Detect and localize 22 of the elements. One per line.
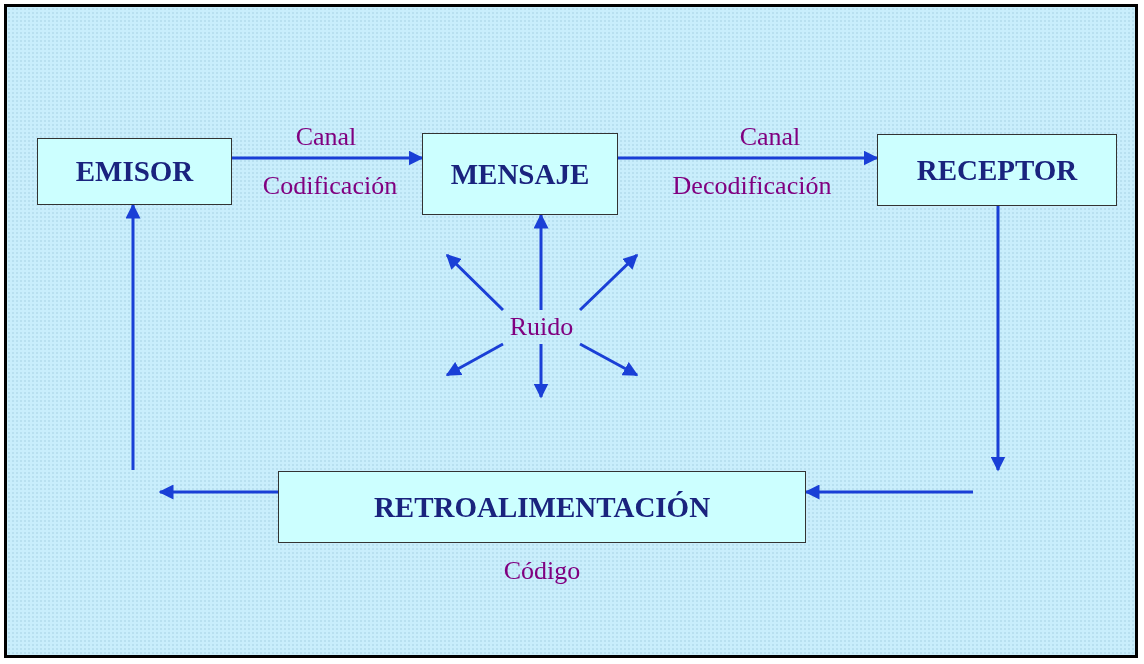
- arrow: [804, 484, 973, 500]
- text-label: Codificación: [262, 171, 398, 201]
- arrow: [579, 342, 639, 377]
- noise-label: Ruido: [503, 310, 580, 344]
- text-label: Código: [503, 556, 581, 586]
- edge-label: Canal: [295, 122, 357, 152]
- arrow: [232, 150, 424, 166]
- arrow: [445, 342, 504, 377]
- text-label: Decodificación: [672, 171, 832, 201]
- process-box: EMISOR: [37, 138, 232, 205]
- arrow: [990, 206, 1006, 472]
- process-box: RETROALIMENTACIÓN: [278, 471, 806, 543]
- process-box: RECEPTOR: [877, 134, 1117, 206]
- arrow: [533, 213, 549, 310]
- arrow: [533, 344, 549, 399]
- edge-label: Canal: [739, 122, 801, 152]
- arrow: [578, 253, 639, 312]
- arrow: [158, 484, 278, 500]
- arrow: [445, 253, 505, 312]
- arrow: [618, 150, 879, 166]
- arrow: [125, 203, 141, 470]
- process-box: MENSAJE: [422, 133, 618, 215]
